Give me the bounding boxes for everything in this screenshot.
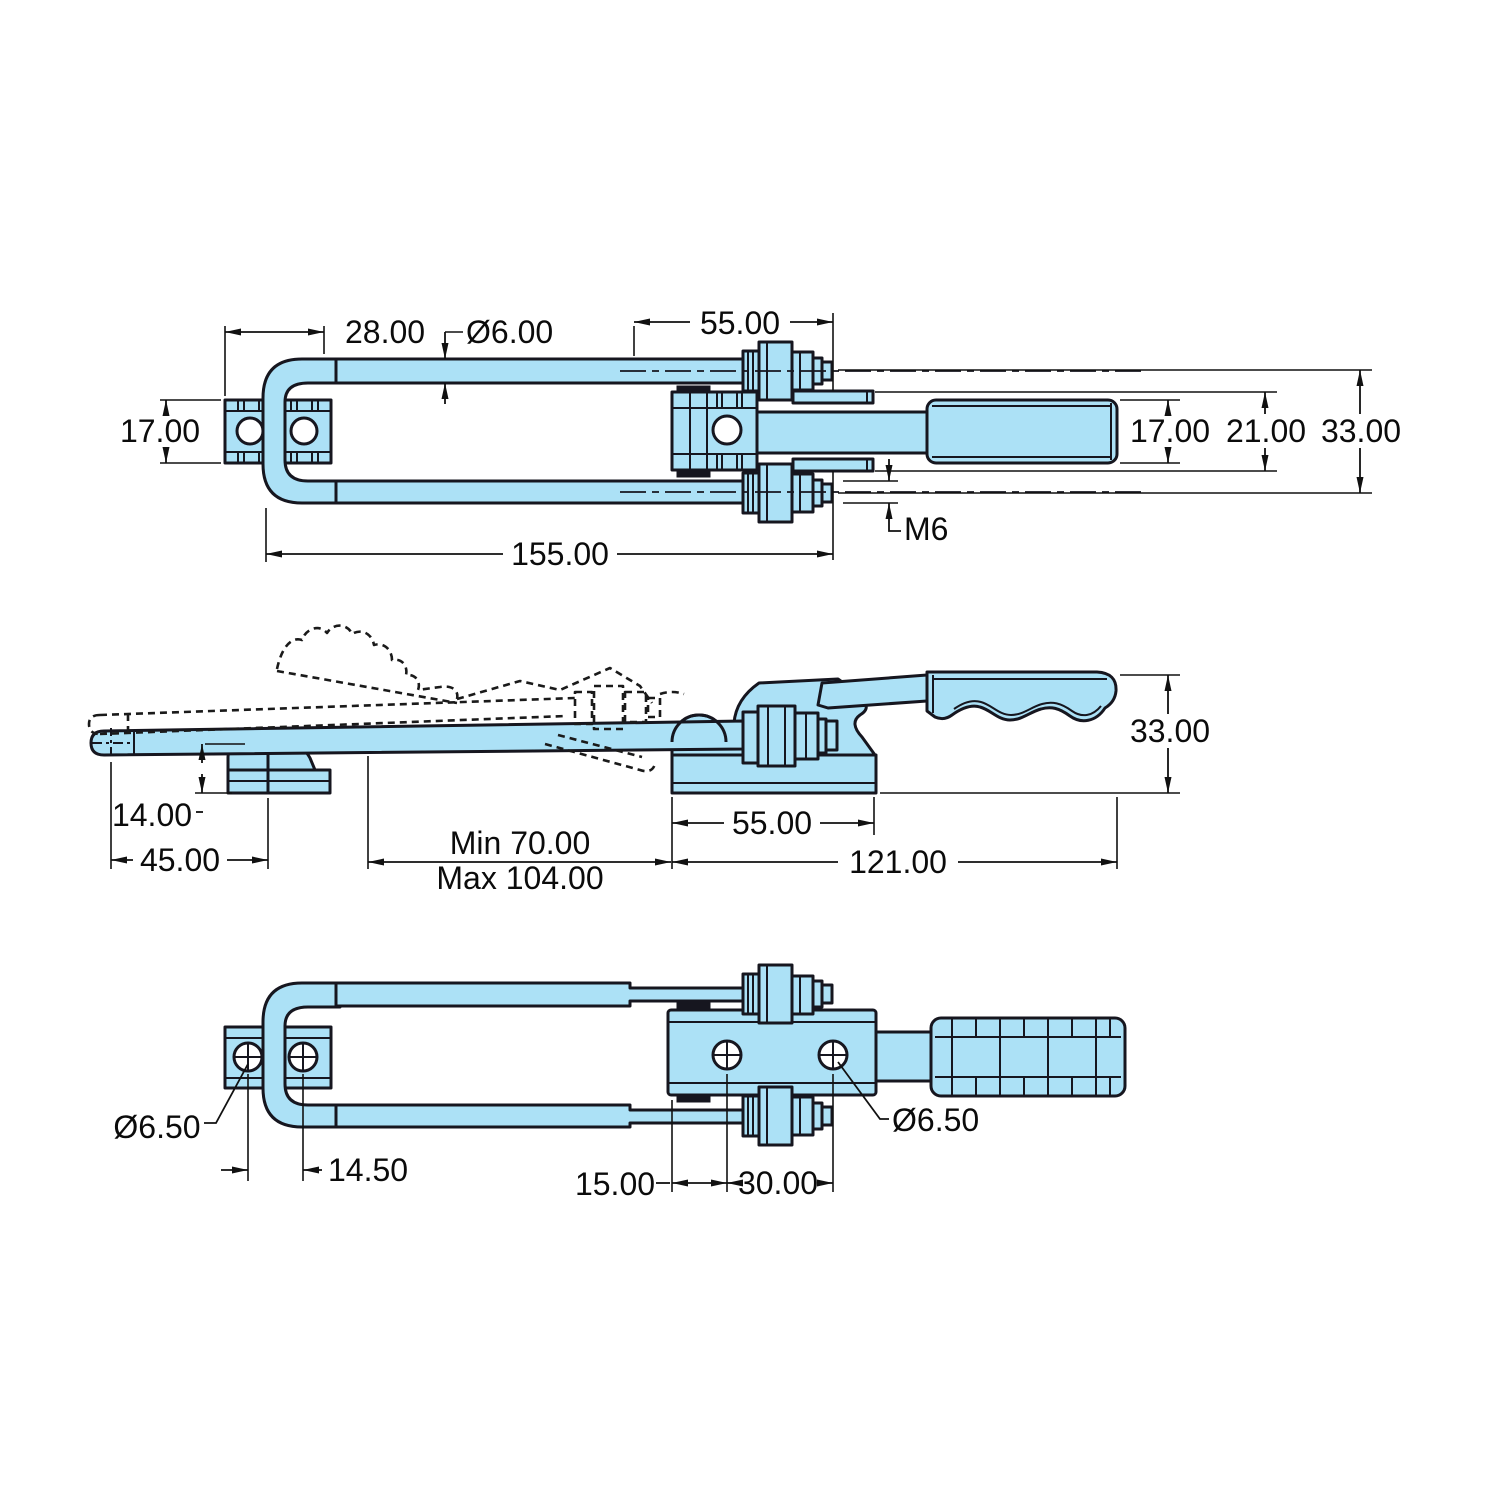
dim-label-17-right: 17.00 bbox=[1130, 413, 1210, 449]
bracket-hole bbox=[235, 416, 265, 446]
dim-14: 14.00 bbox=[112, 743, 245, 833]
dim-label-max: Max 104.00 bbox=[436, 860, 603, 896]
dim-label-17-left: 17.00 bbox=[120, 413, 200, 449]
adjusting-nuts-top-bottomview bbox=[741, 963, 834, 1025]
adjusting-nuts-bottom bbox=[741, 462, 834, 524]
dim-label-33-top: 33.00 bbox=[1321, 413, 1401, 449]
dim-min-max: Min 70.00 Max 104.00 bbox=[367, 756, 671, 896]
dim-label-45: 45.00 bbox=[140, 842, 220, 878]
top-view: 28.00 Ø6.00 55.00 17.00 bbox=[120, 305, 1401, 572]
body-hole bbox=[711, 414, 743, 446]
handle-grip bbox=[925, 398, 1119, 465]
dim-label-55-top: 55.00 bbox=[700, 305, 780, 341]
dim-55-side: 55.00 bbox=[671, 797, 875, 869]
dim-33-top: 33.00 bbox=[838, 369, 1401, 494]
dim-21: 21.00 bbox=[875, 391, 1306, 472]
dim-label-1450: 14.50 bbox=[328, 1152, 408, 1188]
dim-30: 30.00 bbox=[727, 1074, 834, 1201]
u-bolt-bottom bbox=[232, 981, 745, 1129]
lever-arm bbox=[755, 389, 929, 473]
bottom-view: Ø6.50 14.50 15.00 30.00 Ø6.50 bbox=[113, 963, 1127, 1202]
dim-label-21: 21.00 bbox=[1226, 413, 1306, 449]
dim-m6: M6 bbox=[843, 459, 948, 547]
dim-33-side: 33.00 bbox=[880, 674, 1210, 794]
clamp-body bbox=[670, 385, 759, 478]
dim-121: 121.00 bbox=[672, 797, 1118, 880]
dim-label-14: 14.00 bbox=[112, 797, 192, 833]
dim-45: 45.00 bbox=[110, 762, 269, 878]
dim-label-155: 155.00 bbox=[511, 536, 609, 572]
phantom-open-position bbox=[87, 624, 685, 773]
handle-grip-side bbox=[925, 670, 1118, 723]
dim-17-left: 17.00 bbox=[120, 399, 221, 464]
handle-grip-bottom bbox=[929, 1016, 1127, 1098]
dim-hole-dia-left: Ø6.50 bbox=[113, 1063, 249, 1145]
dim-label-dia-right: Ø6.50 bbox=[892, 1102, 979, 1138]
dim-label-m6: M6 bbox=[904, 511, 948, 547]
dim-label-rod-dia: Ø6.00 bbox=[466, 314, 553, 350]
u-bolt bbox=[235, 357, 745, 505]
lever-arm-bottom bbox=[874, 1030, 933, 1083]
dim-label-30: 30.00 bbox=[738, 1165, 818, 1201]
dim-1450: 14.50 bbox=[221, 1074, 408, 1188]
side-view: 14.00 45.00 Min 70.00 Max 104.00 55.00 bbox=[87, 624, 1210, 896]
dim-hole-dia-right: Ø6.50 bbox=[837, 1061, 979, 1138]
dim-155: 155.00 bbox=[265, 508, 833, 572]
clamp-body-bottom bbox=[666, 1002, 878, 1103]
dim-label-min: Min 70.00 bbox=[450, 825, 591, 861]
dim-label-15: 15.00 bbox=[575, 1166, 655, 1202]
bracket-hole bbox=[289, 416, 319, 446]
dim-label-dia-left: Ø6.50 bbox=[113, 1109, 200, 1145]
centerlines bbox=[620, 370, 1146, 493]
dim-28: 28.00 bbox=[224, 314, 425, 396]
dim-15: 15.00 bbox=[575, 1074, 728, 1202]
dim-label-55-side: 55.00 bbox=[732, 805, 812, 841]
dim-label-121: 121.00 bbox=[849, 844, 947, 880]
dim-rod-diameter: Ø6.00 bbox=[441, 314, 553, 404]
dim-17-right: 17.00 bbox=[1120, 399, 1210, 464]
adjusting-nuts-bottom-bottomview bbox=[741, 1085, 834, 1147]
pivot-nuts-side bbox=[741, 704, 839, 768]
dim-label-33-side: 33.00 bbox=[1130, 713, 1210, 749]
dim-55-top: 55.00 bbox=[633, 305, 834, 560]
dim-label-28: 28.00 bbox=[345, 314, 425, 350]
